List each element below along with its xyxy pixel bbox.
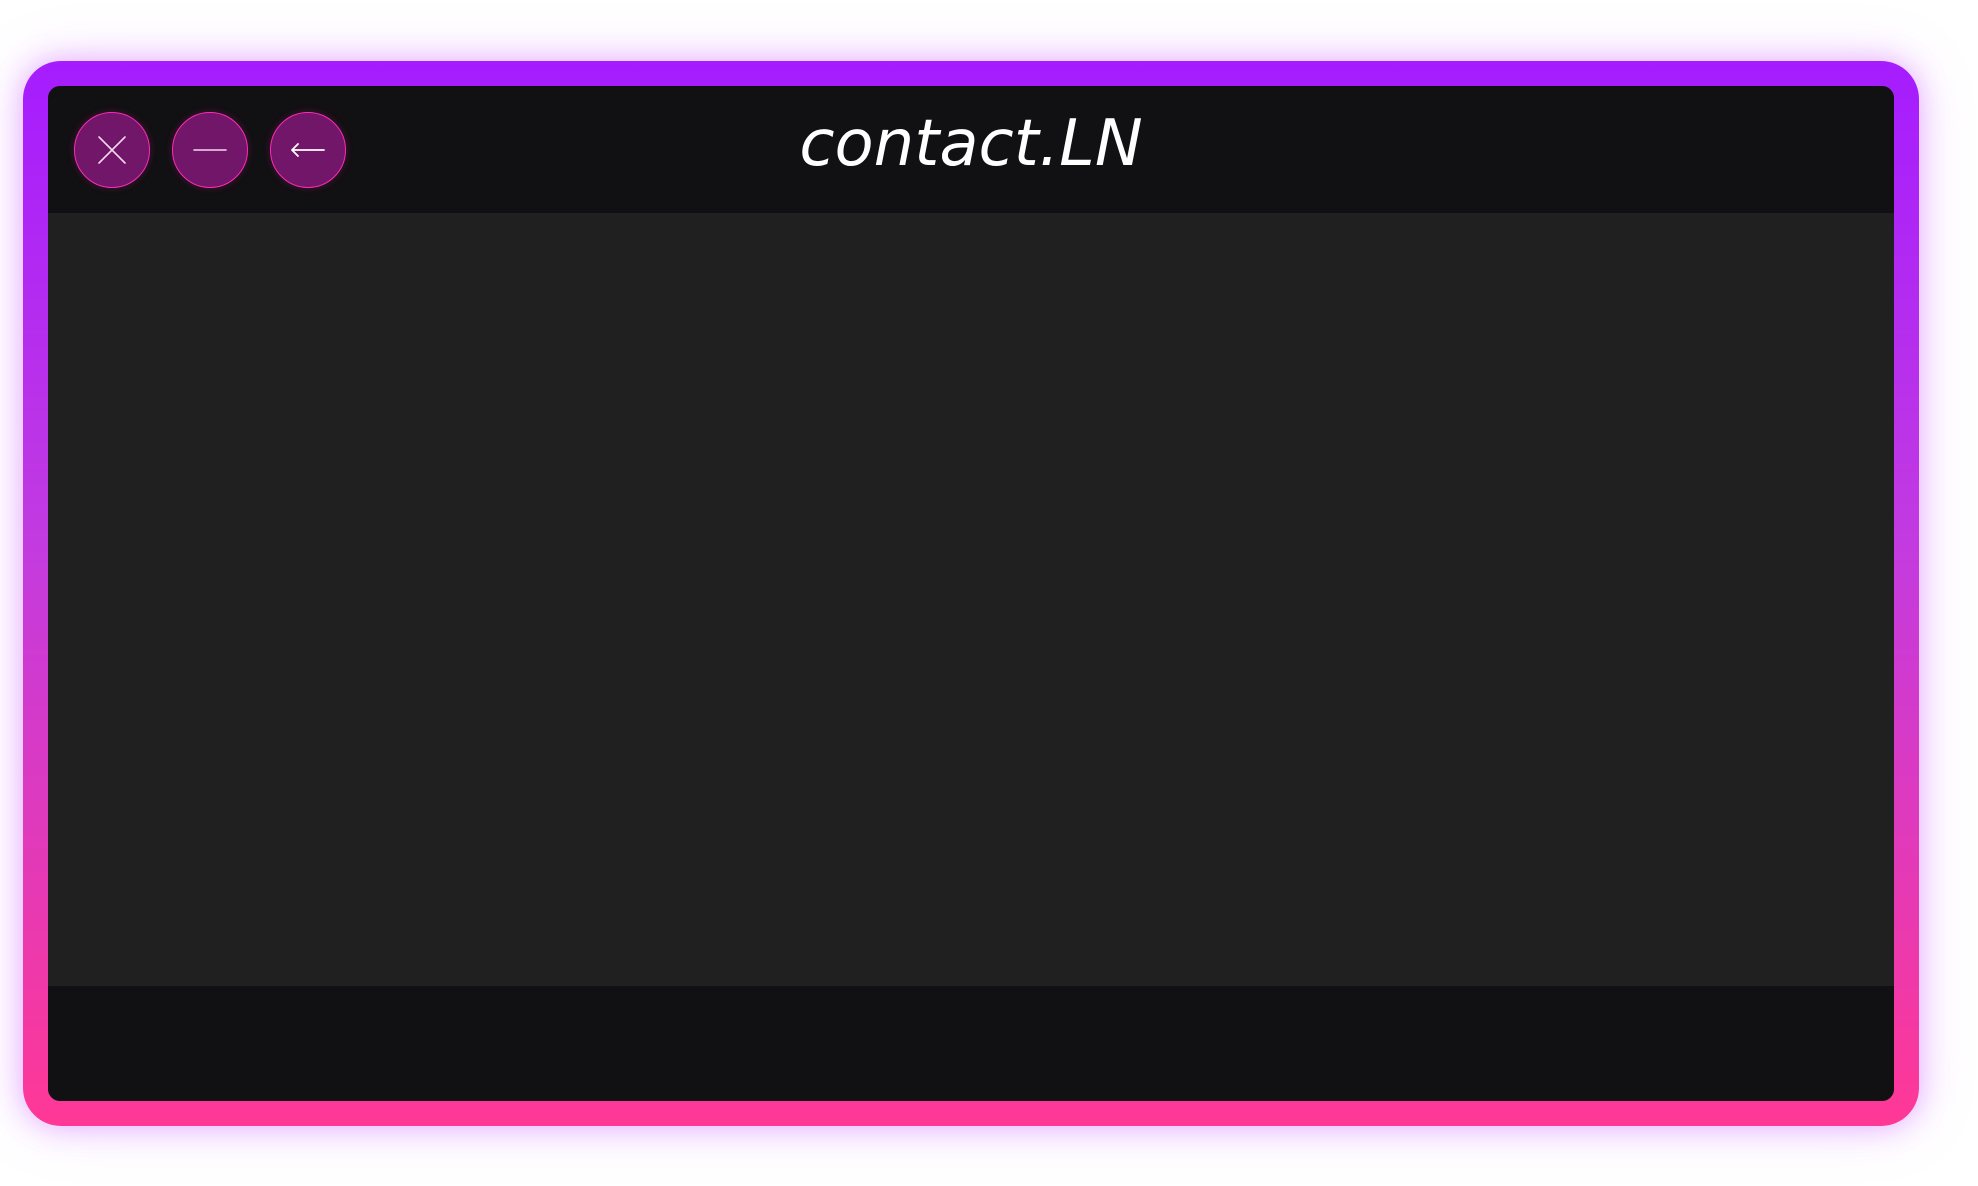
close-button[interactable] [74, 112, 150, 188]
close-icon [98, 136, 126, 164]
footer-bar [48, 986, 1894, 1101]
window-controls [74, 112, 346, 188]
minimize-button[interactable] [172, 112, 248, 188]
window-surface: contact.LN [48, 86, 1894, 1101]
window-title: contact.LN [799, 107, 1143, 181]
back-arrow-icon [291, 143, 325, 157]
contact-window: contact.LN [23, 61, 1919, 1126]
back-button[interactable] [270, 112, 346, 188]
minimize-icon [193, 149, 227, 151]
content-area [48, 213, 1894, 986]
title-bar: contact.LN [48, 86, 1894, 213]
